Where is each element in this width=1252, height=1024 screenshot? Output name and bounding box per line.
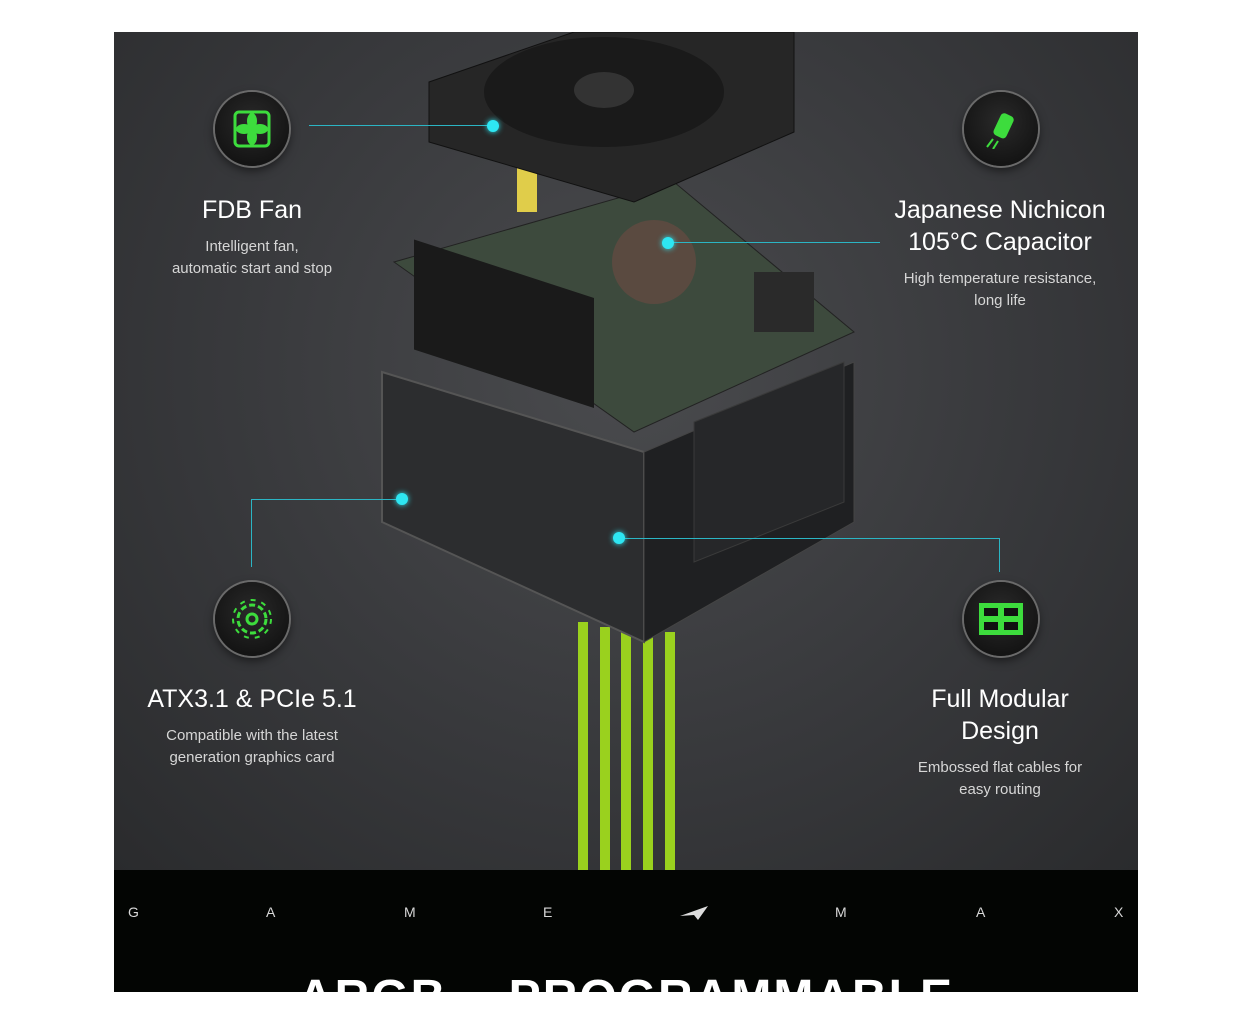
capacitor-marker xyxy=(662,237,674,249)
capacitor-icon xyxy=(964,92,1038,166)
feature-capacitor: Japanese Nichicon 105°C Capacitor High te… xyxy=(860,194,1138,312)
brand-letter: G xyxy=(128,904,139,920)
desc-line: Intelligent fan, xyxy=(205,238,299,255)
feature-desc: Intelligent fan, automatic start and stop xyxy=(152,236,352,280)
desc-line: easy routing xyxy=(959,781,1041,798)
desc-line: Embossed flat cables for xyxy=(917,759,1083,776)
title-line: Design xyxy=(961,717,1039,745)
feature-desc: Compatible with the latest generation gra… xyxy=(132,725,372,769)
title-line: 105°C Capacitor xyxy=(908,228,1092,256)
brand-letter: X xyxy=(1114,904,1124,920)
fan-marker xyxy=(487,120,499,132)
feature-title: Japanese Nichicon 105°C Capacitor xyxy=(860,194,1138,258)
brand-letter: E xyxy=(543,904,553,920)
desc-line: High temperature resistance, xyxy=(903,270,1097,287)
atx-marker xyxy=(396,493,408,505)
feature-panel: FDB Fan Intelligent fan, automatic start … xyxy=(114,32,1138,870)
title-line: Japanese Nichicon xyxy=(894,196,1106,224)
modular-marker xyxy=(613,532,625,544)
title-line: Full Modular xyxy=(931,685,1069,713)
brand-letter: A xyxy=(266,904,276,920)
gear-icon xyxy=(215,582,289,656)
feature-desc: Embossed flat cables for easy routing xyxy=(880,757,1120,801)
desc-line: Compatible with the latest xyxy=(166,727,338,744)
modular-icon xyxy=(964,582,1038,656)
desc-line: automatic start and stop xyxy=(171,260,333,277)
fan-icon xyxy=(215,92,289,166)
banner-headline: ARGB PROGRAMMABLE xyxy=(114,970,1138,992)
desc-line: generation graphics card xyxy=(169,749,335,766)
feature-title: ATX3.1 & PCIe 5.1 xyxy=(147,685,357,713)
feature-title: FDB Fan xyxy=(201,196,303,224)
brand-banner: G A M E M A X ARGB PROGRAMMABLE xyxy=(114,870,1138,992)
feature-fdb-fan: FDB Fan Intelligent fan, automatic start … xyxy=(152,194,352,280)
feature-desc: High temperature resistance, long life xyxy=(860,268,1138,312)
feature-atx: ATX3.1 & PCIe 5.1 Compatible with the la… xyxy=(132,683,372,769)
psu-illustration xyxy=(381,32,855,870)
brand-letter: M xyxy=(404,904,416,920)
brand-logo-icon xyxy=(680,906,708,920)
desc-line: long life xyxy=(974,292,1026,309)
brand-letter: M xyxy=(835,904,847,920)
brand-letter: A xyxy=(976,904,986,920)
